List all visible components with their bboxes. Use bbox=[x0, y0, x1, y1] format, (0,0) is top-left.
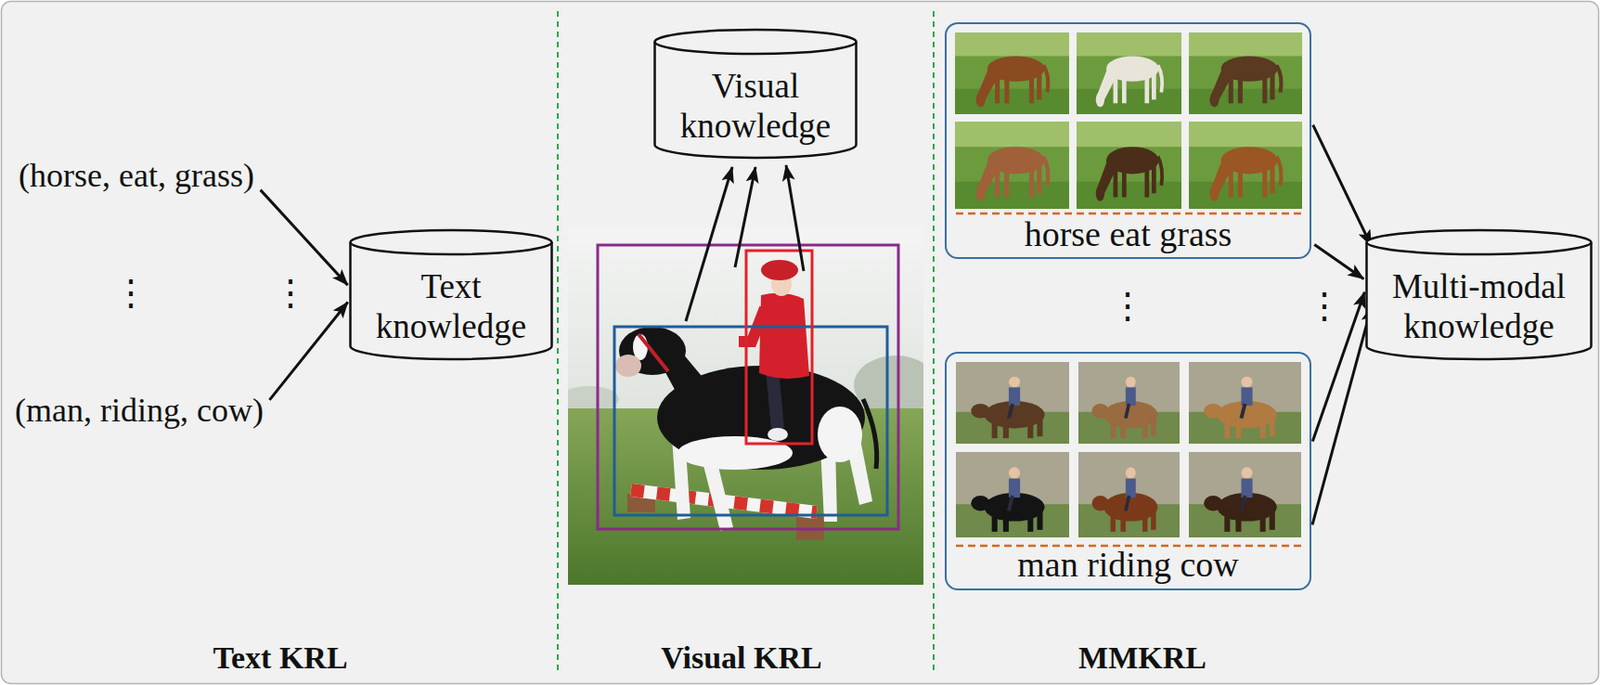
cylinder-body bbox=[1367, 242, 1592, 360]
thumbnail-image bbox=[954, 32, 1070, 115]
thumbnail-image bbox=[1188, 361, 1302, 444]
triple-text: (horse, eat, grass) bbox=[14, 155, 259, 196]
extraction-arrow bbox=[786, 165, 804, 271]
bounding-box bbox=[614, 326, 888, 516]
thumbnail-image bbox=[954, 121, 1070, 209]
thumbnail-image bbox=[1188, 32, 1303, 115]
image-group-box: horse eat grass bbox=[944, 22, 1312, 259]
extraction-arrow bbox=[685, 167, 733, 322]
cylinder-body bbox=[350, 242, 553, 360]
thumbnail-image bbox=[1078, 361, 1180, 444]
ellipsis-mark: ⋮ bbox=[113, 275, 149, 311]
connector-arrow bbox=[269, 302, 348, 400]
girl-figure bbox=[738, 259, 810, 441]
thumbnail-image bbox=[955, 451, 1070, 538]
connector-arrow bbox=[1314, 244, 1364, 279]
node-text: Text knowledge bbox=[358, 267, 544, 347]
cylinder-top bbox=[655, 29, 857, 54]
ellipsis-mark: ⋮ bbox=[1306, 288, 1342, 324]
ellipsis-mark: ⋮ bbox=[272, 275, 309, 311]
node-text: Multi-modal knowledge bbox=[1374, 267, 1584, 347]
group-caption: man riding cow bbox=[1017, 545, 1239, 585]
bounding-box bbox=[746, 250, 813, 444]
divider-line bbox=[556, 11, 559, 674]
bounding-box bbox=[597, 245, 899, 530]
thumbnail-image bbox=[1078, 451, 1180, 538]
thumbnail-image bbox=[955, 361, 1070, 444]
separator-line bbox=[955, 212, 1302, 216]
node-text: (man, riding, cow) bbox=[14, 390, 264, 431]
cylinder-body bbox=[655, 41, 857, 158]
image-group-box: man riding cow bbox=[944, 351, 1312, 591]
thumbnail-image bbox=[1076, 32, 1182, 115]
node-text: (horse, eat, grass) bbox=[18, 155, 255, 196]
divider-line bbox=[932, 11, 935, 674]
triple-text: (man, riding, cow) bbox=[11, 390, 268, 431]
connector-arrow bbox=[1313, 125, 1372, 246]
photo-trees bbox=[567, 386, 620, 413]
cow-photo bbox=[567, 228, 924, 585]
knowledge-base-cylinder: Text knowledge bbox=[348, 229, 554, 360]
cylinder-top bbox=[1367, 230, 1592, 255]
connector-arrow bbox=[1312, 306, 1372, 525]
extraction-arrow bbox=[735, 167, 756, 268]
cylinder-top bbox=[350, 230, 553, 255]
connector-arrow bbox=[260, 190, 349, 285]
knowledge-base-cylinder: Multi-modal knowledge bbox=[1365, 229, 1593, 360]
panel-title: Visual KRL bbox=[660, 639, 823, 676]
panel-title: Text KRL bbox=[212, 639, 348, 676]
node-text: Visual knowledge bbox=[662, 66, 849, 146]
thumbnail-image bbox=[1076, 121, 1182, 209]
knowledge-base-cylinder: Visual knowledge bbox=[653, 28, 858, 158]
horse-thumbnails bbox=[954, 32, 1303, 209]
cow-thumbnails bbox=[955, 361, 1302, 538]
ellipsis-mark: ⋮ bbox=[1109, 288, 1146, 324]
thumbnail-image bbox=[1188, 121, 1303, 209]
panel-title: MMKRL bbox=[1078, 639, 1207, 676]
group-caption: horse eat grass bbox=[1024, 215, 1233, 255]
thumbnail-image bbox=[1188, 451, 1302, 538]
